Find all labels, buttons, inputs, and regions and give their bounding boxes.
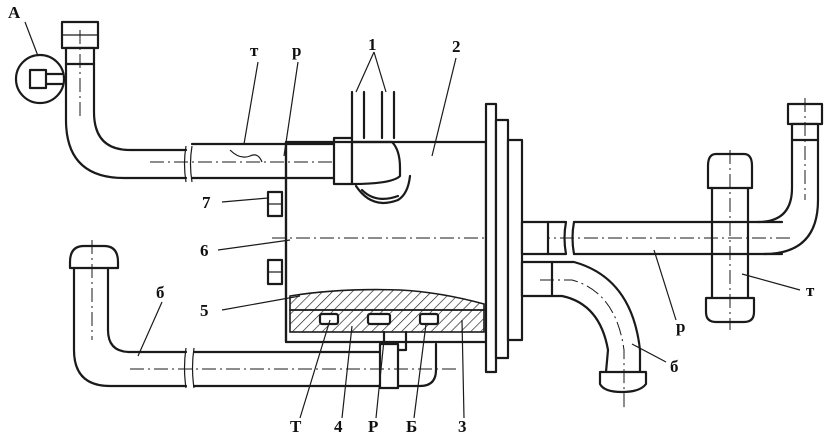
label-b-right: б [670,357,679,376]
label-2: 2 [452,37,461,56]
label-A: А [8,3,21,22]
label-5: 5 [200,301,209,320]
label-T-bottom: Т [290,417,302,436]
label-6: 6 [200,241,209,260]
label-4: 4 [334,417,343,436]
label-B-bottom: Б [406,417,417,436]
left-pipe-b [68,240,460,390]
tubes-1 [332,90,412,204]
right-pipe-b [520,260,648,410]
right-pipe-t [704,98,824,330]
label-3: 3 [458,417,467,436]
flange [484,102,524,374]
label-r-right: р [676,317,685,336]
label-t-left: т [250,41,259,60]
label-t-right: т [806,281,815,300]
label-b-left: б [156,283,165,302]
top-left-pipe [14,20,340,183]
leader-lines [24,21,801,419]
bolts [266,190,284,286]
label-7: 7 [202,193,211,212]
label-R-bottom: Р [368,417,378,436]
label-1: 1 [368,35,377,54]
labels: А т р 1 2 7 6 5 б т р б Т 4 Р Б 3 [8,3,815,436]
label-r-left: р [292,41,301,60]
right-pipe-r [520,220,790,256]
